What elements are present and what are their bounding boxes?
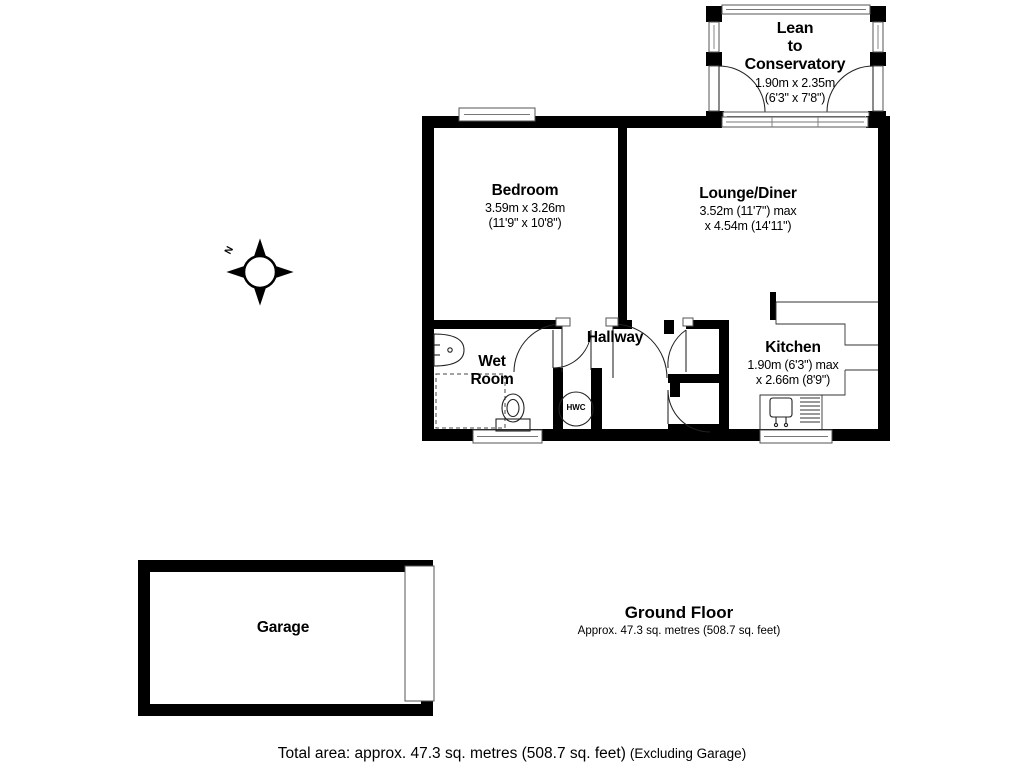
wall-bedroom-bottom bbox=[422, 320, 562, 329]
wall-hallway-jamb bbox=[670, 383, 680, 397]
wall-hallway-kitchen-top bbox=[686, 320, 728, 329]
conservatory-door-swing-right bbox=[826, 65, 874, 113]
house-wall-left bbox=[422, 116, 434, 441]
conservatory-glazing-right bbox=[872, 65, 884, 112]
conservatory-jamb-l bbox=[706, 52, 722, 66]
house-wall-right bbox=[878, 116, 890, 441]
basin-plug-icon bbox=[447, 347, 453, 353]
garage-door bbox=[404, 565, 435, 702]
compass-rose bbox=[226, 238, 294, 306]
kitchen-worktop-right bbox=[775, 302, 878, 346]
garage-wall-top bbox=[138, 560, 433, 572]
house-outer-walls bbox=[422, 107, 890, 444]
compass-center-icon bbox=[242, 254, 278, 290]
kitchen-door-swing bbox=[667, 329, 687, 369]
wall-hwc-right bbox=[591, 368, 602, 441]
kitchen-wall-nub bbox=[770, 292, 776, 320]
room-garage bbox=[138, 560, 435, 716]
hallway-details bbox=[555, 317, 694, 327]
kitchen-worktop-bottom bbox=[759, 370, 846, 429]
hwc-circle-icon bbox=[558, 391, 594, 427]
toilet-bowl-icon bbox=[501, 393, 525, 423]
sink-drainer-icon bbox=[800, 397, 820, 423]
hallway-door-frame-1 bbox=[555, 317, 571, 327]
lounge-door-swing bbox=[612, 323, 668, 379]
wall-lounge-hall-jamb bbox=[664, 320, 674, 334]
kitchen-fixtures bbox=[759, 292, 878, 429]
wall-wetroom-right bbox=[553, 368, 563, 441]
hallway-door-frame-3 bbox=[682, 317, 694, 327]
conservatory-corner-tl bbox=[706, 6, 722, 22]
wall-hallway-kitchen-mid bbox=[686, 374, 729, 383]
conservatory-jamb-r bbox=[870, 52, 886, 66]
room-conservatory bbox=[706, 4, 886, 123]
wall-kitchen-left-lower bbox=[719, 383, 729, 441]
wall-hallway-stub bbox=[668, 374, 692, 383]
shower-tray-icon bbox=[435, 373, 506, 429]
wall-bedroom-lounge bbox=[618, 116, 627, 328]
wetroom-door-swing bbox=[552, 329, 592, 369]
conservatory-corner-tr bbox=[870, 6, 886, 22]
garage-wall-bottom bbox=[138, 704, 433, 716]
wet-room-fixtures bbox=[433, 333, 531, 432]
wall-kitchen-left-upper bbox=[719, 320, 729, 380]
hallway-door-frame-2 bbox=[605, 317, 619, 327]
conservatory-door-swing-left bbox=[718, 65, 766, 113]
conservatory-glazing-left bbox=[708, 65, 720, 112]
basin-icon bbox=[433, 333, 465, 367]
bedroom-door-swing bbox=[513, 323, 563, 373]
hot-water-cupboard bbox=[558, 391, 594, 427]
garage-wall-left bbox=[138, 560, 150, 716]
door-swings bbox=[513, 323, 711, 433]
entrance-door-swing bbox=[667, 389, 711, 433]
sink-bowl-icon bbox=[769, 397, 793, 418]
toilet-cistern-icon bbox=[495, 418, 531, 432]
